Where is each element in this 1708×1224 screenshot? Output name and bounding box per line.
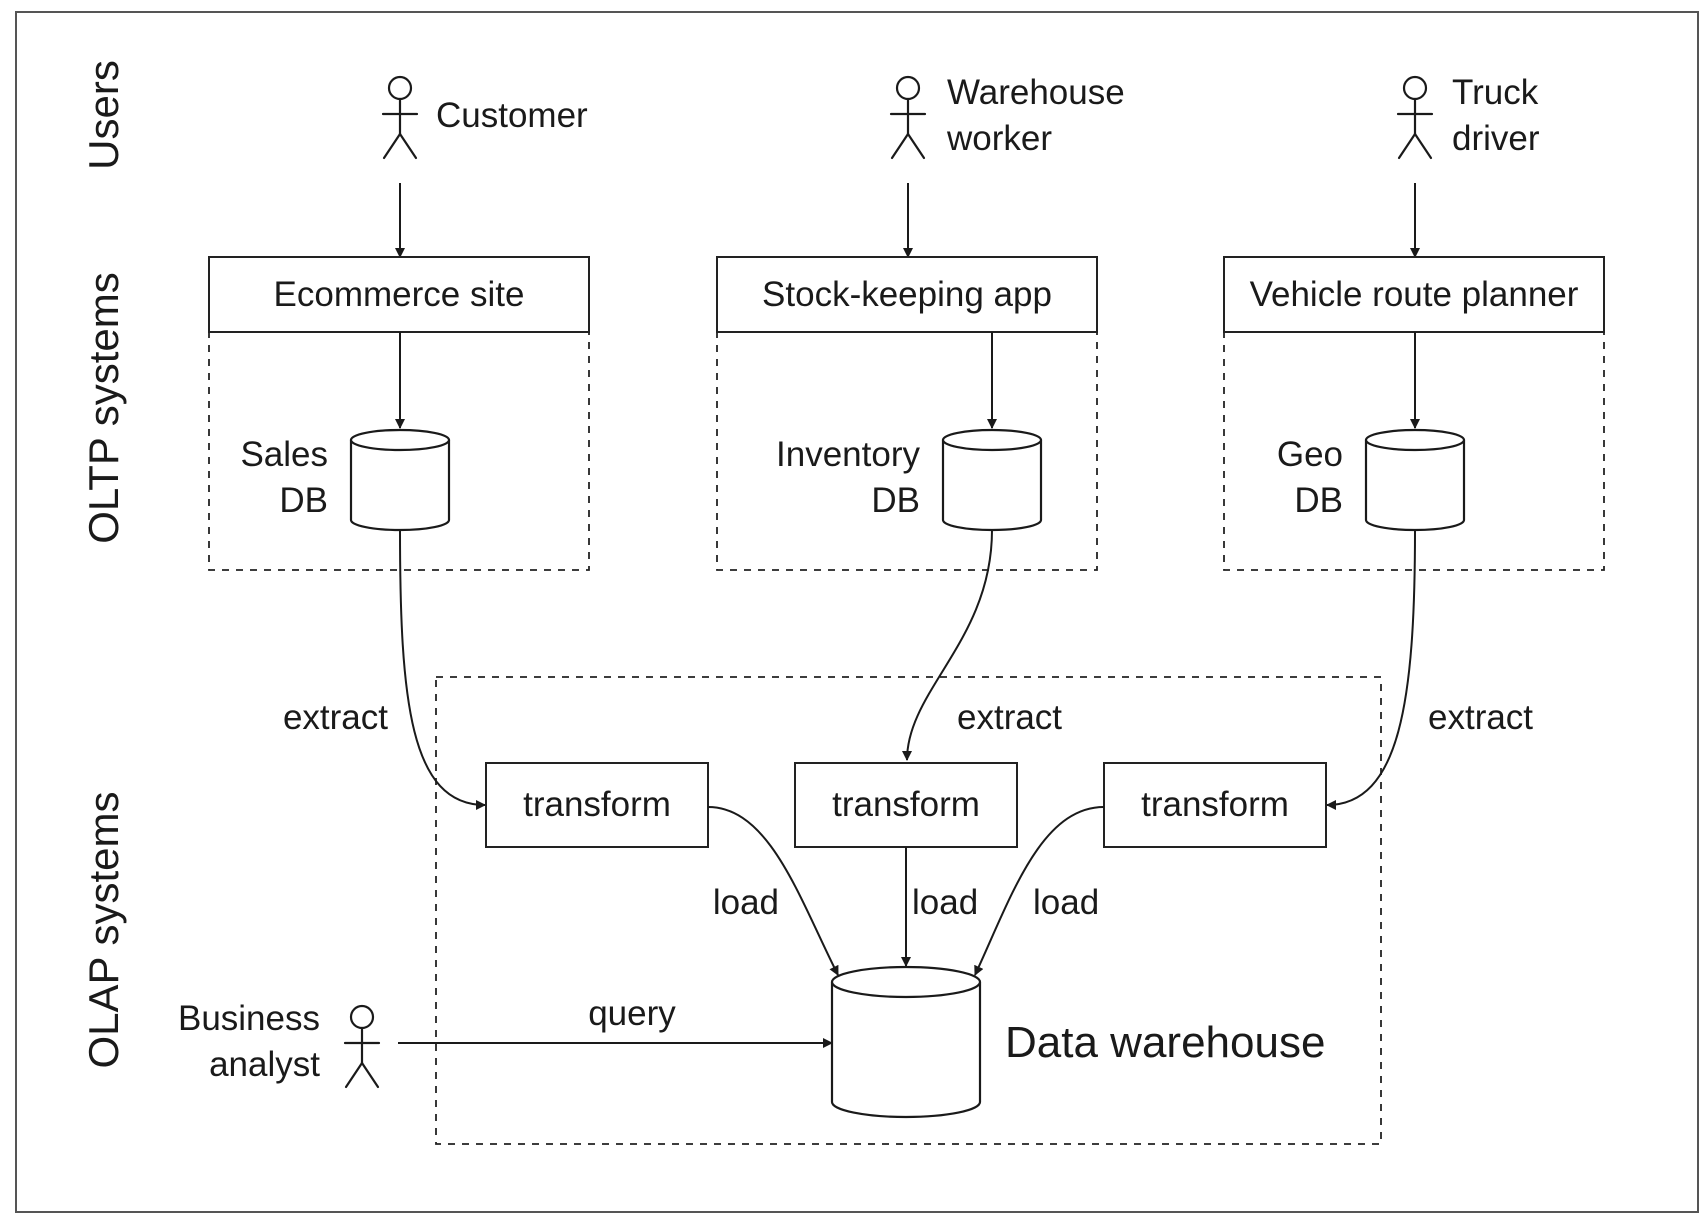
ecommerce-site-box: Ecommerce site (208, 256, 590, 333)
transform-label-middle: transform (832, 785, 980, 824)
load-arrow-right (974, 806, 1105, 976)
warehouse-worker-label-line1: Warehouse (947, 73, 1125, 112)
geo-db-label-line2: DB (1294, 481, 1343, 520)
geo-db-cylinder (1364, 428, 1466, 532)
inventory-db-cylinder (941, 428, 1043, 532)
sales-extract-arrow (399, 529, 486, 810)
truck-driver-label-line2: driver (1452, 119, 1540, 158)
customer-label: Customer (436, 96, 588, 135)
transform-box-right: transform (1103, 762, 1327, 848)
transform-label-left: transform (523, 785, 671, 824)
extract-label-left: extract (283, 698, 388, 737)
sales-db-container (208, 329, 590, 571)
section-label-users: Users (80, 60, 127, 170)
customer-person-icon (381, 75, 419, 160)
query-label: query (588, 994, 676, 1033)
geo-extract-arrow (1326, 529, 1416, 810)
inventory-db-container (716, 329, 1098, 571)
ecommerce-site-label: Ecommerce site (274, 275, 525, 314)
transform-box-middle: transform (794, 762, 1018, 848)
extract-label-middle: extract (957, 698, 1062, 737)
warehouse-worker-label-line2: worker (946, 119, 1052, 158)
inventory-db-label-line1: Inventory (776, 435, 920, 474)
transform-label-right: transform (1141, 785, 1289, 824)
business-analyst-person-icon (343, 1004, 381, 1089)
sales-db-label-line2: DB (279, 481, 328, 520)
inventory-extract-arrow (902, 529, 993, 761)
data-warehouse-cylinder (830, 965, 982, 1119)
load-arrow-left (707, 806, 839, 976)
stock-keeping-app-label: Stock-keeping app (762, 275, 1052, 314)
vehicle-route-planner-box: Vehicle route planner (1223, 256, 1605, 333)
transform-box-left: transform (485, 762, 709, 848)
outer-frame (15, 11, 1699, 1213)
truck-driver-label-line1: Truck (1452, 73, 1539, 112)
warehouse-worker-person-icon (889, 75, 927, 160)
sales-db-label-line1: Sales (240, 435, 328, 474)
data-warehouse-label: Data warehouse (1005, 1018, 1325, 1067)
geo-db-container (1223, 329, 1605, 571)
vehicle-route-planner-label: Vehicle route planner (1250, 275, 1579, 314)
load-label-middle: load (912, 883, 978, 922)
section-label-oltp: OLTP systems (80, 272, 127, 544)
load-label-right: load (1033, 883, 1099, 922)
geo-db-label-line1: Geo (1277, 435, 1343, 474)
load-label-left: load (713, 883, 779, 922)
sales-db-cylinder (349, 428, 451, 532)
extract-label-right: extract (1428, 698, 1533, 737)
olap-container (435, 676, 1382, 1145)
business-analyst-label-line2: analyst (209, 1045, 320, 1084)
stock-keeping-app-box: Stock-keeping app (716, 256, 1098, 333)
section-label-olap: OLAP systems (80, 792, 127, 1069)
truck-driver-person-icon (1396, 75, 1434, 160)
inventory-db-label-line2: DB (871, 481, 920, 520)
business-analyst-label-line1: Business (178, 999, 320, 1038)
